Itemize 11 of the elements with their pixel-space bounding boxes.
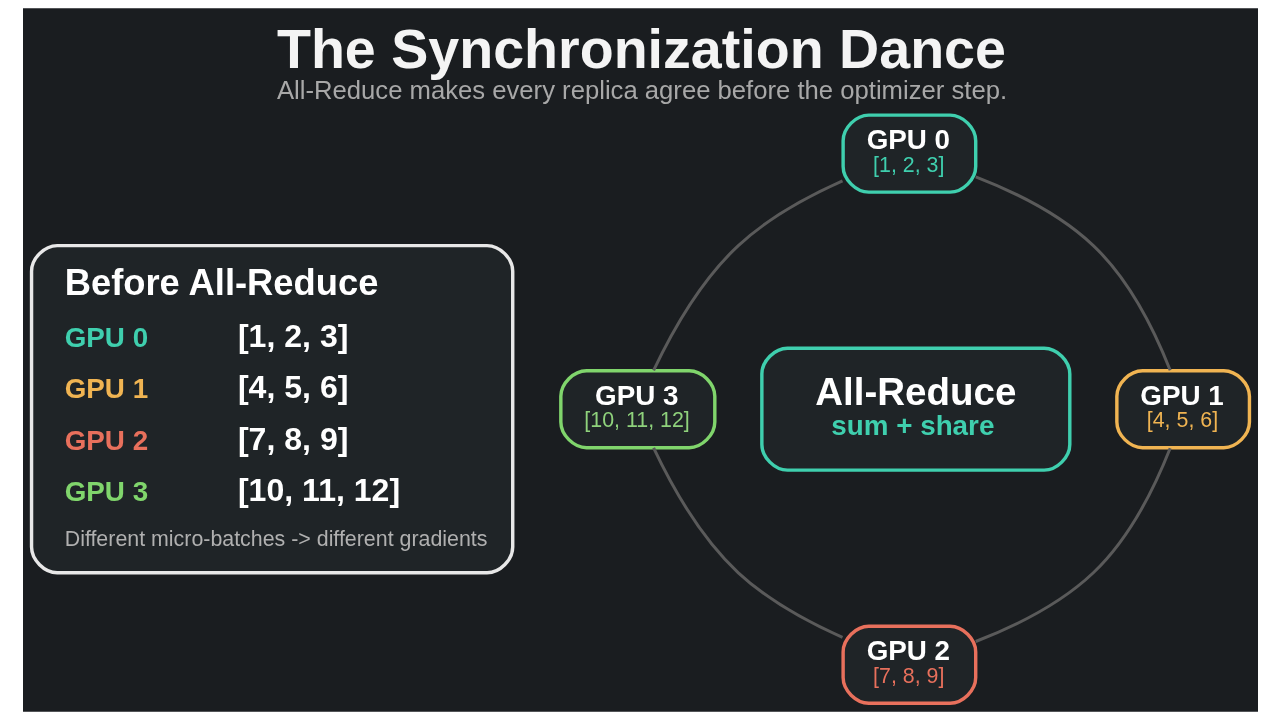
node-box: Before All-Reduce GPU 0 [1, 2, 3] GPU 1 [4, 5, 6] GPU 2 [7, 8, 9] GPU 3 [10, 11, 12] Different micro-batches -> different gradients <box>29 243 514 575</box>
connector <box>651 447 843 639</box>
node-box: GPU 3 [10, 11, 12] <box>558 369 716 450</box>
node-box: All-Reduce sum + share <box>759 346 1071 472</box>
connector <box>974 175 1172 371</box>
connector <box>651 179 843 372</box>
node-box: GPU 0 [1, 2, 3] <box>840 113 977 194</box>
node-box: GPU 2 [7, 8, 9] <box>840 624 977 705</box>
diagram-title: The Synchronization Dance <box>276 17 1006 80</box>
node-box: GPU 1 [4, 5, 6] <box>1114 369 1251 450</box>
connector <box>974 447 1172 643</box>
